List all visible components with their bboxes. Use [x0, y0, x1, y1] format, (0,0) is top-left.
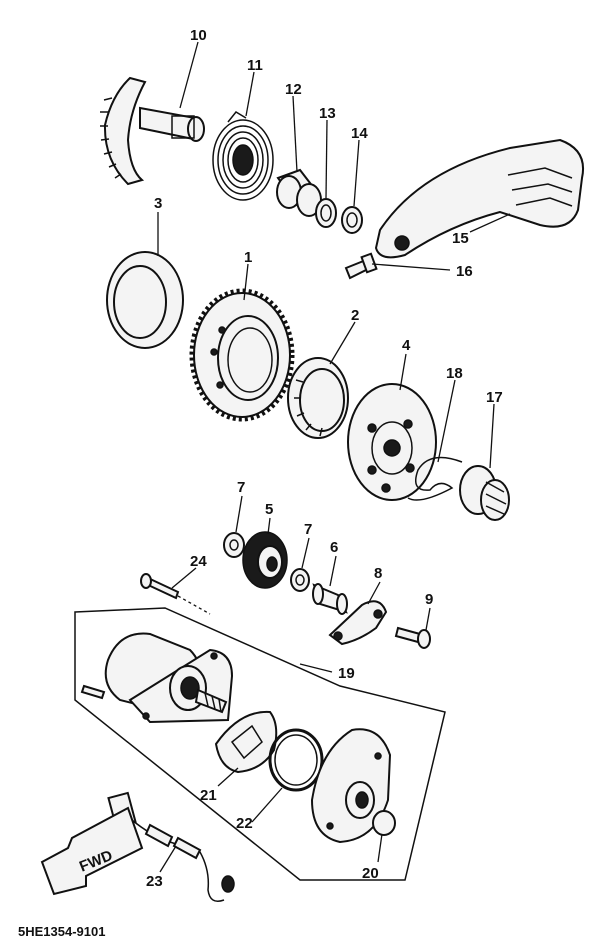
callout-21: 21: [200, 787, 217, 804]
callout-10: 10: [190, 27, 207, 44]
brush-holder-part-21: [214, 710, 278, 774]
circlip-part-14: [341, 206, 363, 234]
idle-gear-part-5: [242, 531, 288, 589]
callout-17: 17: [486, 389, 503, 406]
bolt-part-16: [344, 252, 378, 280]
callout-19: 19: [338, 665, 355, 682]
kick-axle-part-10: [100, 76, 205, 186]
clutch-plate-part-4: [347, 383, 437, 501]
leader-lines: [157, 41, 511, 873]
callout-15: 15: [452, 230, 469, 247]
bolt-part-24: [140, 573, 211, 615]
bushing-part-12: [276, 168, 322, 217]
callout-9: 9: [425, 591, 433, 608]
callout-22: 22: [236, 815, 253, 832]
starter-motor-assembly-outline-part-19: [74, 607, 446, 881]
shaft-part-6: [312, 583, 348, 615]
callout-1: 1: [244, 249, 252, 266]
callout-13: 13: [319, 105, 336, 122]
callout-20: 20: [362, 865, 379, 882]
torsion-spring-part-11: [212, 111, 274, 201]
oil-seal-part-3: [106, 251, 184, 349]
callout-14: 14: [351, 125, 368, 142]
starter-motor-part-19: [80, 632, 234, 724]
one-way-clutch-part-2: [287, 357, 349, 439]
callout-23: 23: [146, 873, 163, 890]
callout-16: 16: [456, 263, 473, 280]
starter-wheel-gear-part-1: [189, 288, 295, 422]
diagram-code: 5HE1354-9101: [18, 924, 105, 939]
washer-part-7a: [223, 532, 245, 558]
callout-4: 4: [402, 337, 411, 354]
o-ring-part-22: [268, 728, 324, 792]
callout-8: 8: [374, 565, 382, 582]
callout-11: 11: [247, 57, 263, 74]
clip-spring-part-18: [407, 456, 463, 501]
callout-24: 24: [190, 553, 207, 570]
o-ring-part-20: [372, 810, 396, 836]
callout-18: 18: [446, 365, 463, 382]
bolt-part-9: [394, 626, 431, 649]
pinion-gear-part-17: [459, 465, 510, 521]
callout-7a: 7: [237, 479, 245, 496]
callout-6: 6: [330, 539, 338, 556]
callout-2: 2: [351, 307, 359, 324]
kick-lever-part-15: [374, 138, 584, 259]
callout-labels: 10 11 12 13 14 3 15 1 16 2 4 18 17 7 5 7…: [146, 27, 503, 890]
callout-12: 12: [285, 81, 302, 98]
callout-5: 5: [265, 501, 273, 518]
callout-3: 3: [154, 195, 162, 212]
washer-part-7b: [290, 568, 310, 592]
washer-part-13: [315, 198, 337, 228]
callout-7b: 7: [304, 521, 312, 538]
fwd-direction-arrow: FWD: [40, 806, 144, 896]
rear-cover: [310, 728, 392, 844]
